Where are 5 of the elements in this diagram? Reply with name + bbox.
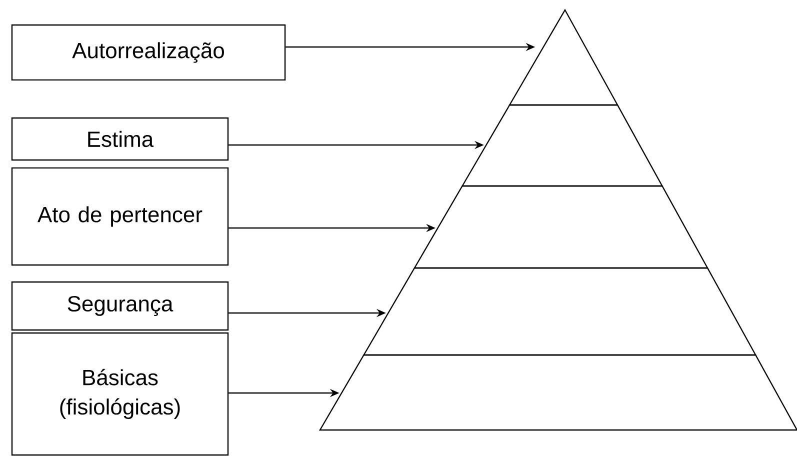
label-box: Ato de pertencer xyxy=(11,167,229,266)
label-box: Autorrealização xyxy=(11,24,286,81)
label-box: Segurança xyxy=(11,281,229,331)
label-box: Básicas (fisiológicas) xyxy=(11,332,229,456)
label-box: Estima xyxy=(11,117,229,161)
